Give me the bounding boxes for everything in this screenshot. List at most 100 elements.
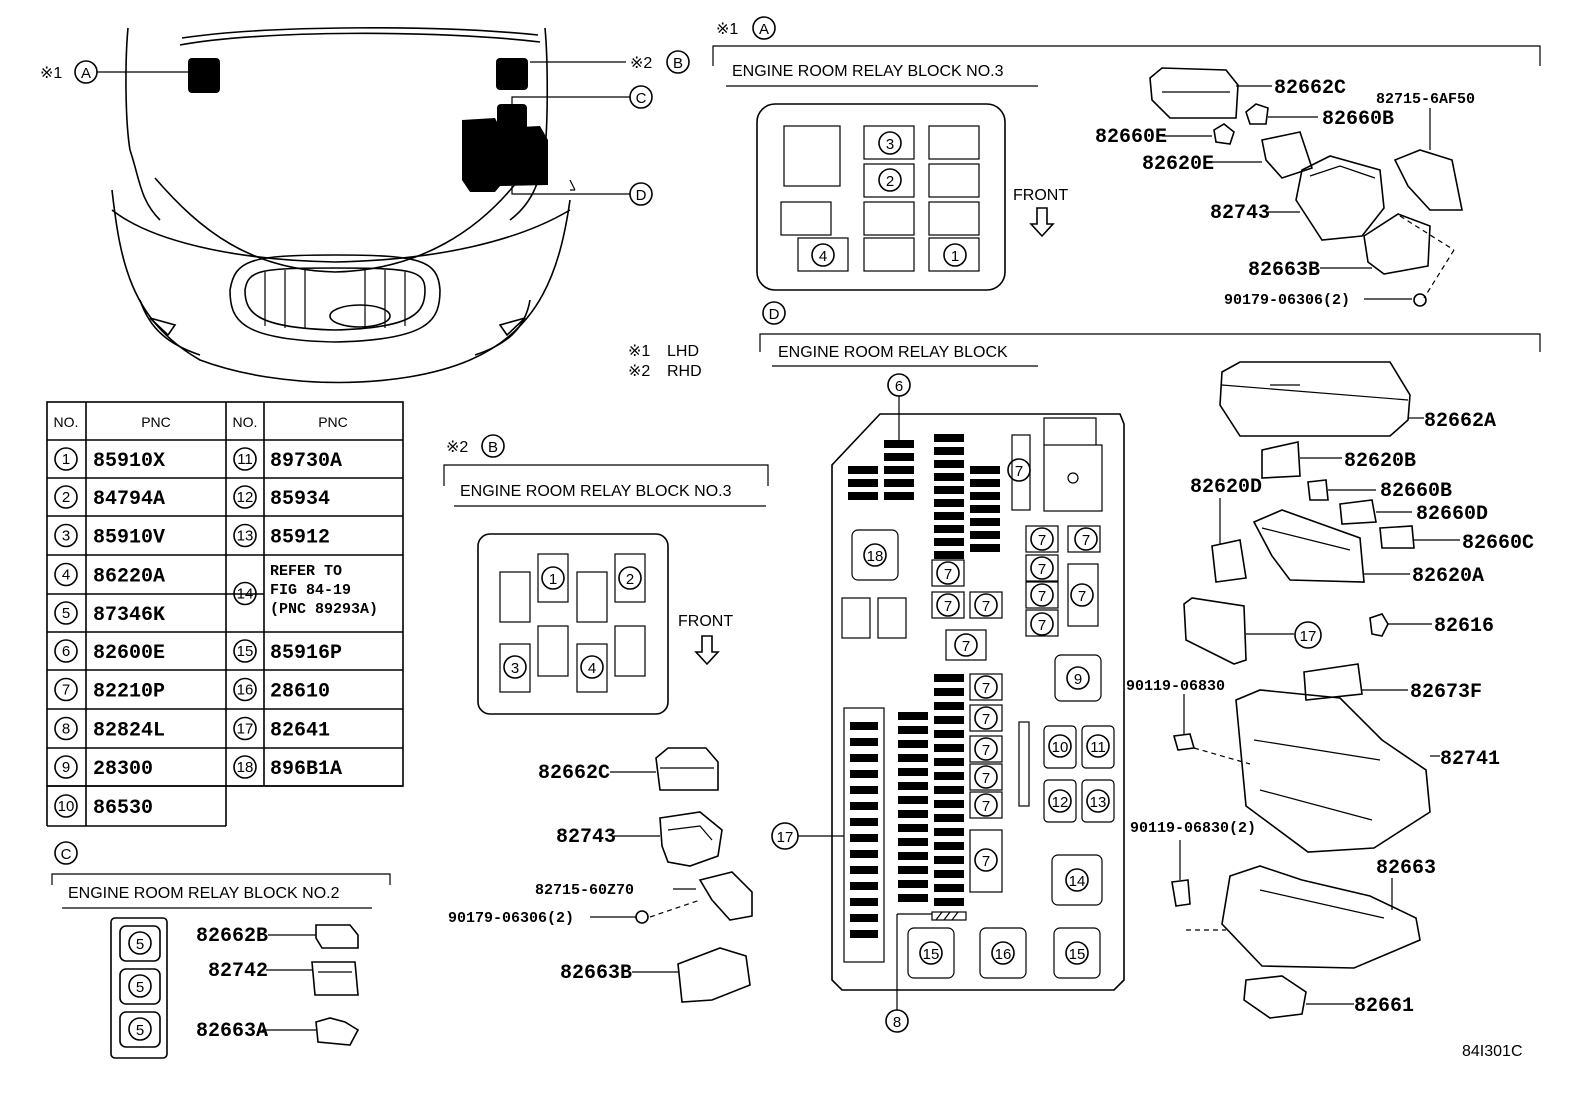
svg-text:82620B: 82620B — [1344, 450, 1416, 473]
section-c: C ENGINE ROOM RELAY BLOCK NO.2 5 5 5 826… — [51, 841, 391, 1059]
svg-text:82660B: 82660B — [1322, 108, 1394, 131]
svg-text:82663B: 82663B — [1248, 259, 1320, 282]
table-no: 2 — [62, 489, 70, 506]
svg-text:8: 8 — [893, 1014, 901, 1031]
svg-text:90119-06830: 90119-06830 — [1126, 678, 1225, 695]
table-no-circle — [54, 523, 78, 548]
svg-text:※1: ※1 — [40, 65, 62, 82]
svg-text:A: A — [759, 21, 769, 38]
callout-b-location: ※2 B — [530, 50, 690, 74]
table-pnc-note: FIG 84-19 — [270, 582, 351, 599]
table-pnc: 28300 — [93, 758, 153, 781]
svg-text:4: 4 — [588, 660, 596, 677]
svg-text:18: 18 — [867, 548, 884, 565]
table-pnc: 87346K — [93, 604, 165, 627]
table-pnc-note: REFER TO — [270, 563, 342, 580]
svg-text:7: 7 — [1038, 617, 1046, 634]
svg-text:82660D: 82660D — [1416, 503, 1488, 526]
svg-text:82715-60Z70: 82715-60Z70 — [535, 882, 634, 899]
svg-text:10: 10 — [1052, 739, 1069, 756]
table-no-circle — [233, 677, 257, 702]
svg-text:B: B — [488, 439, 498, 456]
svg-text:7: 7 — [1038, 588, 1046, 605]
table-pnc: 82641 — [270, 720, 330, 743]
svg-text:1: 1 — [951, 248, 959, 265]
svg-text:5: 5 — [136, 936, 144, 953]
svg-text:17: 17 — [777, 829, 794, 846]
region-notes: ※1 LHD ※2 RHD — [628, 343, 702, 380]
table-no-circle — [233, 485, 257, 509]
svg-text:※1: ※1 — [628, 343, 650, 360]
table-pnc: 82210P — [93, 681, 165, 704]
table-pnc: 82600E — [93, 642, 165, 665]
table-no-circle — [54, 794, 78, 818]
svg-text:82662C: 82662C — [538, 762, 610, 785]
table-no: 9 — [62, 759, 70, 776]
svg-text:82673F: 82673F — [1410, 681, 1482, 704]
svg-text:82620E: 82620E — [1142, 153, 1214, 176]
table-no: 7 — [62, 682, 70, 699]
svg-text:1: 1 — [549, 571, 557, 588]
svg-text:LHD: LHD — [667, 343, 699, 360]
callout-c-location: C — [511, 85, 653, 109]
svg-text:9: 9 — [1074, 671, 1082, 688]
table-no-circle — [54, 562, 78, 587]
svg-text:82662C: 82662C — [1274, 77, 1346, 100]
table-pnc: 896B1A — [270, 758, 342, 781]
table-no: 17 — [237, 721, 254, 738]
section-d: D ENGINE ROOM RELAY BLOCK — [759, 301, 1541, 1033]
table-pnc: 28610 — [270, 681, 330, 704]
svg-text:82661: 82661 — [1354, 995, 1414, 1018]
table-no-circle — [54, 601, 78, 625]
table-no: 12 — [237, 489, 254, 506]
svg-text:2: 2 — [886, 173, 894, 190]
svg-text:82741: 82741 — [1440, 748, 1500, 771]
svg-text:82620A: 82620A — [1412, 565, 1484, 588]
svg-text:※2: ※2 — [630, 55, 652, 72]
table-no-circle — [54, 485, 78, 509]
svg-text:90179-06306(2): 90179-06306(2) — [1224, 292, 1350, 309]
table-no-circle — [54, 447, 78, 471]
svg-text:3: 3 — [886, 136, 894, 153]
table-no: 11 — [237, 451, 253, 468]
table-no: 5 — [62, 605, 70, 622]
svg-text:82616: 82616 — [1434, 615, 1494, 638]
table-pnc: 89730A — [270, 450, 342, 473]
svg-text:82663A: 82663A — [196, 1020, 268, 1043]
svg-text:ENGINE ROOM RELAY BLOCK NO.3: ENGINE ROOM RELAY BLOCK NO.3 — [460, 483, 732, 500]
table-pnc: 85910V — [93, 527, 165, 550]
svg-text:7: 7 — [1082, 532, 1090, 549]
svg-text:82660C: 82660C — [1462, 532, 1534, 555]
table-pnc: 86530 — [93, 797, 153, 820]
table-pnc: 85934 — [270, 488, 330, 511]
svg-text:A: A — [81, 65, 91, 82]
table-no: 6 — [62, 643, 70, 660]
svg-text:D: D — [769, 306, 780, 323]
svg-text:82663: 82663 — [1376, 857, 1436, 880]
svg-text:82620D: 82620D — [1190, 476, 1262, 499]
svg-text:PNC: PNC — [141, 414, 171, 430]
table-no: 3 — [62, 528, 70, 545]
svg-text:7: 7 — [982, 742, 990, 759]
svg-text:4: 4 — [819, 248, 827, 265]
table-no-circle — [233, 523, 257, 548]
table-no: 13 — [237, 528, 254, 545]
table-no-circle — [54, 716, 78, 741]
svg-text:11: 11 — [1090, 739, 1106, 756]
table-no: 4 — [62, 567, 70, 584]
table-no: 18 — [237, 759, 254, 776]
callout-a-location: ※1 A — [40, 60, 188, 84]
svg-text:FRONT: FRONT — [1013, 187, 1068, 204]
svg-text:7: 7 — [962, 638, 970, 655]
svg-text:82662A: 82662A — [1424, 410, 1496, 433]
table-pnc: 85916P — [270, 642, 342, 665]
svg-text:6: 6 — [895, 378, 903, 395]
svg-text:5: 5 — [136, 1022, 144, 1039]
svg-text:NO.: NO. — [233, 414, 258, 430]
svg-text:B: B — [673, 55, 683, 72]
svg-text:82662B: 82662B — [196, 925, 268, 948]
svg-text:15: 15 — [923, 946, 940, 963]
svg-text:90119-06830(2): 90119-06830(2) — [1130, 820, 1256, 837]
svg-text:82663B: 82663B — [560, 962, 632, 985]
